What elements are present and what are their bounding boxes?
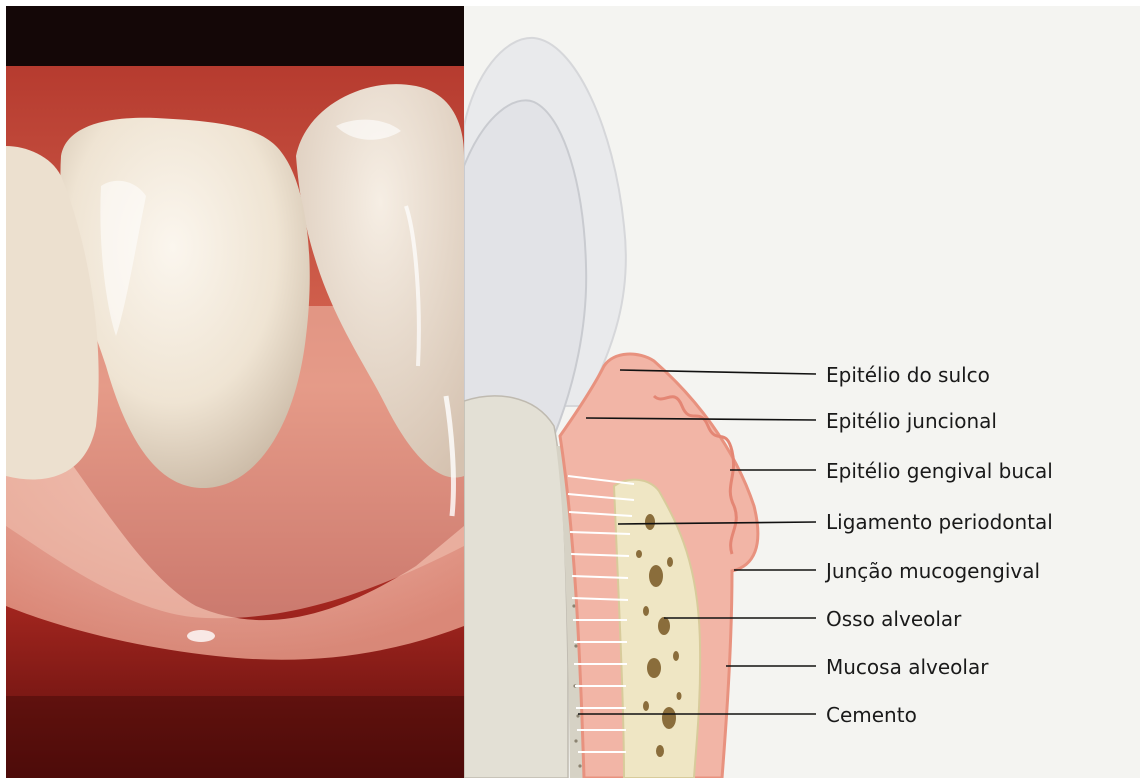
label-ligamento-periodontal: Ligamento periodontal xyxy=(826,510,1053,534)
tooth-root xyxy=(464,396,568,778)
label-epitelio-juncional: Epitélio juncional xyxy=(826,409,997,433)
label-juncao-mucogengival: Junção mucogengival xyxy=(824,559,1040,583)
label-cemento: Cemento xyxy=(826,703,917,727)
tooth-crown xyxy=(464,100,586,436)
periodontium-diagram: Epitélio do sulco Epitélio juncional Epi… xyxy=(464,6,1140,778)
label-mucosa-alveolar: Mucosa alveolar xyxy=(826,655,989,679)
label-osso-alveolar: Osso alveolar xyxy=(826,607,962,631)
clinical-photo xyxy=(6,6,464,778)
label-epitelio-do-sulco: Epitélio do sulco xyxy=(826,363,990,387)
label-epitelio-gengival-bucal: Epitélio gengival bucal xyxy=(826,459,1053,483)
